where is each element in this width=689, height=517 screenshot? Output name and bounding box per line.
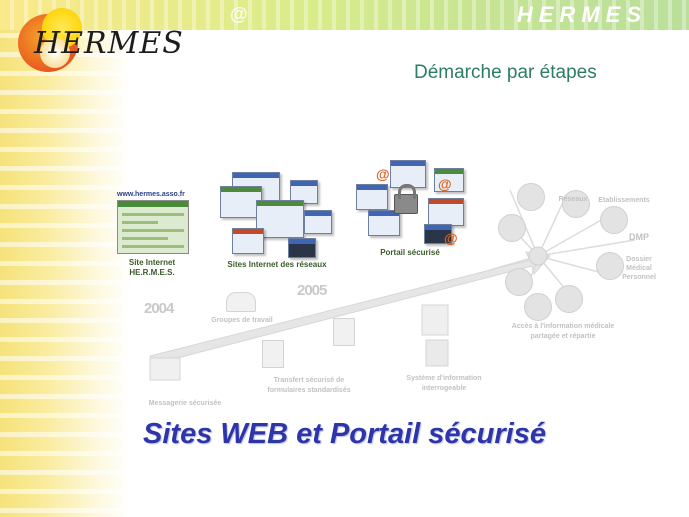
- network-node-icon: [600, 206, 628, 234]
- network-node-icon: [524, 293, 552, 321]
- padlock-shackle-icon: [398, 184, 416, 199]
- form-document-icon: [262, 340, 284, 368]
- padlock-icon: [394, 194, 418, 214]
- label-systeme-1: Système d'information: [406, 375, 482, 382]
- caption-site-2: HE.R.M.E.S.: [129, 268, 175, 277]
- network-node-icon: [596, 252, 624, 280]
- label-dmp: DMP: [629, 232, 649, 242]
- header-brand: HERMES: [516, 2, 647, 27]
- decorative-left-band: [0, 0, 130, 517]
- portal-window: [428, 198, 464, 226]
- portal-window: [368, 210, 400, 236]
- network-site-window: [256, 200, 304, 238]
- label-dossier-2: Médical: [626, 265, 652, 272]
- slide-subtitle: Démarche par étapes: [414, 62, 597, 83]
- at-sign-icon: @: [376, 166, 390, 182]
- caption-site-1: Site Internet: [128, 258, 176, 267]
- label-groupes: Groupes de travail: [211, 317, 273, 324]
- label-transfert-1: Transfert sécurisé de: [273, 377, 345, 384]
- server-icon: [421, 304, 449, 336]
- header-band: @ HERMES: [0, 0, 689, 30]
- portal-window: [424, 224, 452, 244]
- network-node-icon: [555, 285, 583, 313]
- label-reseaux: Réseaux: [558, 196, 588, 203]
- network-node-icon: [562, 190, 590, 218]
- main-title: Sites WEB et Portail sécurisé: [143, 418, 546, 450]
- portal-window: [434, 168, 464, 192]
- caption-portail: Portail sécurisé: [380, 248, 440, 257]
- group-people-icon: [226, 292, 256, 312]
- network-site-window: [220, 186, 262, 218]
- network-site-window: [304, 210, 332, 234]
- year-2005: 2005: [297, 282, 327, 299]
- timeline-arrow: [149, 251, 551, 365]
- network-node-icon: [498, 214, 526, 242]
- label-systeme-2: interrogeable: [421, 385, 467, 392]
- form-document-icon: [333, 318, 355, 346]
- label-transfert-2: formulaires standardisés: [267, 387, 351, 394]
- site-url: www.hermes.asso.fr: [117, 191, 185, 198]
- network-node-icon: [517, 183, 545, 211]
- label-acces-2: partagée et répartie: [530, 333, 596, 340]
- at-sign-icon: @: [444, 230, 458, 246]
- at-sign-icon: @: [438, 176, 452, 192]
- label-messagerie: Messagerie sécurisée: [148, 400, 222, 407]
- network-site-window: [288, 238, 316, 258]
- year-2004: 2004: [144, 300, 174, 317]
- portal-window: [390, 160, 426, 188]
- portal-window: [356, 184, 388, 210]
- hermes-logo: HERMES: [8, 4, 183, 76]
- envelope-icon: [149, 357, 181, 381]
- label-acces-1: Accès à l'information médicale: [511, 323, 615, 330]
- at-sign-icon: @: [230, 4, 248, 24]
- lock-icon: [425, 339, 449, 367]
- caption-reseaux: Sites Internet des réseaux: [227, 260, 327, 269]
- label-etablissements: Etablissements: [598, 197, 650, 204]
- timeline-graphic: [149, 189, 636, 381]
- logo-text: HERMES: [34, 26, 184, 61]
- network-site-window: [232, 228, 264, 254]
- hermes-site-screenshot: [117, 200, 189, 254]
- logo-light-circle: [40, 38, 70, 68]
- network-node-icon: [505, 268, 533, 296]
- label-dossier-3: Personnel: [622, 274, 656, 281]
- label-dossier-1: Dossier: [626, 256, 652, 263]
